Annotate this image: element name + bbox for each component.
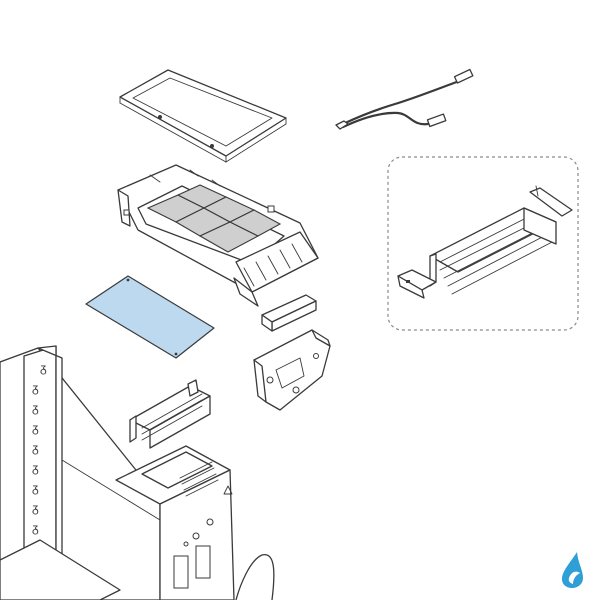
fan-bracket-part[interactable] xyxy=(253,329,331,411)
svg-text:ᵹ: ᵹ xyxy=(32,461,39,475)
top-frame-part[interactable] xyxy=(119,69,287,163)
svg-text:ᵹ: ᵹ xyxy=(32,421,39,435)
highlighted-panel-shape[interactable] xyxy=(85,275,215,359)
sensor-cable-part[interactable] xyxy=(335,68,474,130)
callout-louvre-detail-part[interactable] xyxy=(397,185,573,299)
heat-exchanger-panel-part[interactable] xyxy=(115,445,275,600)
svg-text:ᵹ: ᵹ xyxy=(32,521,39,535)
svg-text:ᵹ: ᵹ xyxy=(32,401,39,415)
highlighted-panel-part[interactable] xyxy=(85,275,215,359)
detail-callout xyxy=(387,156,579,331)
filter-tray-assembly-part[interactable] xyxy=(117,164,319,307)
louvre-unit-part[interactable] xyxy=(129,379,211,449)
small-bracket-part[interactable] xyxy=(261,294,317,332)
svg-text:ᵹ: ᵹ xyxy=(40,361,47,375)
callout-border xyxy=(387,156,579,331)
water-drop-logo-icon xyxy=(562,552,583,588)
frame-clip-column: ᵹ ᵹ ᵹ ᵹ ᵹ ᵹ ᵹ ᵹ ᵹ xyxy=(32,361,47,535)
svg-text:ᵹ: ᵹ xyxy=(32,381,39,395)
svg-text:ᵹ: ᵹ xyxy=(32,441,39,455)
svg-text:ᵹ: ᵹ xyxy=(32,481,39,495)
svg-text:ᵹ: ᵹ xyxy=(32,501,39,515)
